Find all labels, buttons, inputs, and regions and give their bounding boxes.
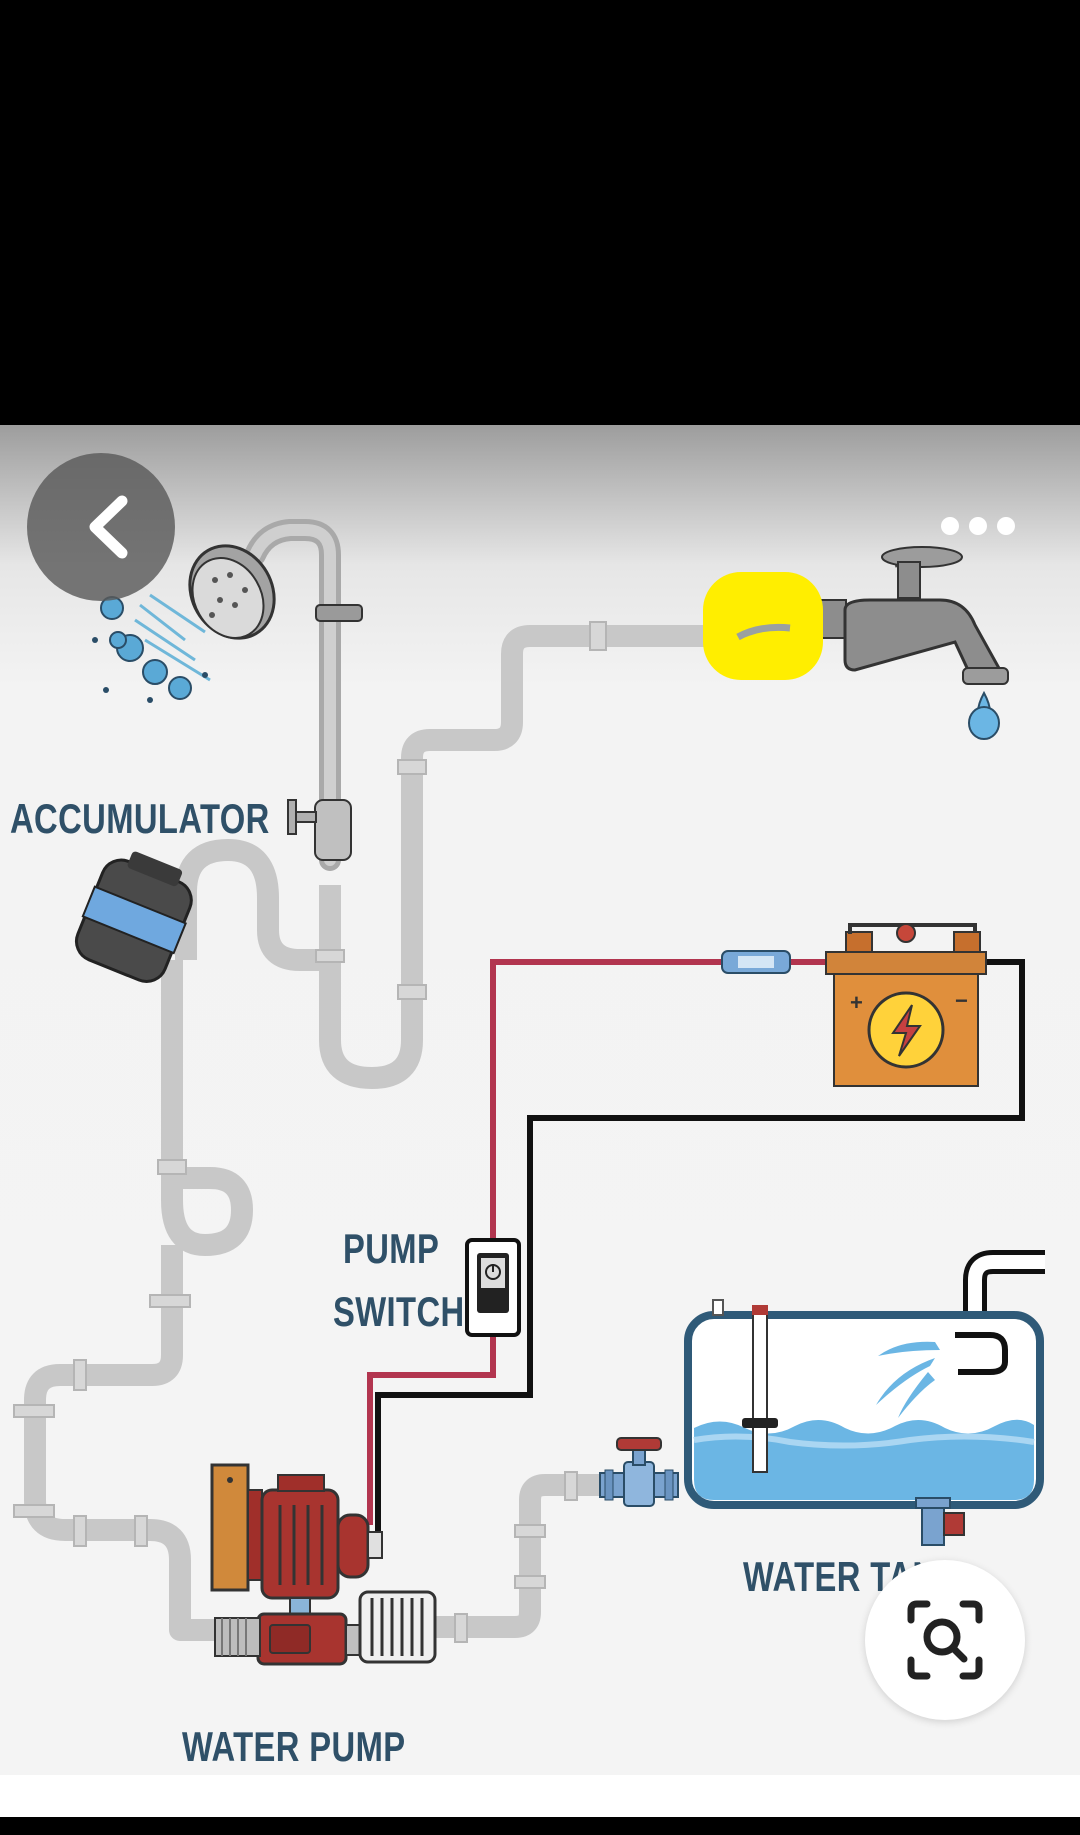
faucet-icon	[819, 546, 1009, 740]
pump-switch-label-line1: PUMP	[343, 1225, 440, 1272]
accumulator-label: ACCUMULATOR	[10, 795, 270, 842]
more-horizontal-icon	[941, 517, 1015, 535]
svg-text:+: +	[850, 990, 863, 1015]
water-tank-icon	[684, 1250, 1045, 1546]
image-viewer: + −	[0, 425, 1080, 1775]
water-pump-icon	[210, 1463, 437, 1666]
accumulator-icon	[74, 851, 193, 983]
pump-switch-label-line2: SWITCH	[333, 1288, 465, 1335]
visual-search-button[interactable]	[865, 1560, 1025, 1720]
shower-head-icon	[92, 519, 363, 871]
plumbing-diagram: + −	[13, 519, 1045, 1666]
battery-icon: + −	[825, 923, 987, 1087]
visual-search-icon	[907, 1600, 983, 1680]
chevron-left-icon	[89, 495, 128, 559]
valve-icon	[599, 1437, 679, 1507]
bottom-strip	[0, 1817, 1080, 1835]
water-pump-label: WATER PUMP	[182, 1723, 406, 1770]
more-options-button[interactable]	[938, 506, 1018, 546]
svg-text:−: −	[955, 988, 968, 1013]
bottom-bar	[0, 1775, 1080, 1835]
back-button[interactable]	[27, 453, 175, 601]
top-black-area	[0, 0, 1080, 425]
fuse-icon	[721, 950, 791, 974]
pump-switch-icon	[465, 1238, 521, 1337]
